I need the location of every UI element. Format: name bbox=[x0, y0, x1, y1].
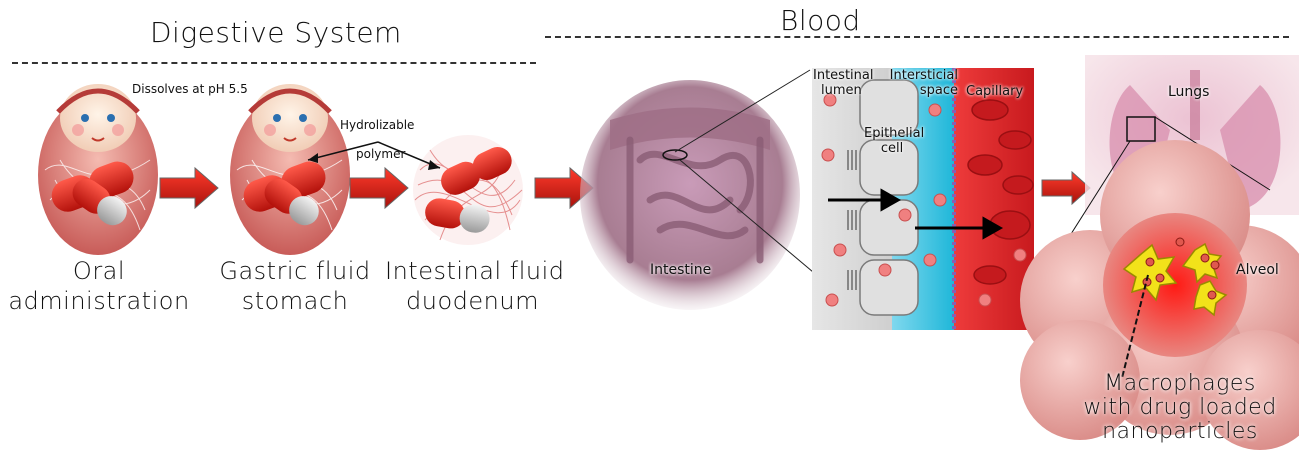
red-flow-arrow-icon bbox=[159, 166, 219, 210]
hydrolizable-label: Hydrolizable bbox=[340, 118, 415, 132]
stage-label-gastric: Gastric fluid stomach bbox=[219, 257, 371, 315]
intestinal-lumen-label: Intestinal lumen bbox=[813, 68, 874, 98]
capillary-label: Capillary bbox=[966, 84, 1024, 99]
blood-divider bbox=[545, 36, 1289, 38]
alveol-label: Alveol bbox=[1236, 262, 1279, 278]
epithelium-panel bbox=[812, 68, 1034, 330]
lungs-label: Lungs bbox=[1168, 84, 1210, 100]
polymer-label: polymer bbox=[356, 147, 406, 161]
intersticial-space-label: Intersticial space bbox=[889, 68, 958, 98]
stage-label-oral: Oral administration bbox=[8, 257, 190, 315]
macrophage-icon bbox=[1122, 242, 1228, 317]
dissolves-label: Dissolves at pH 5.5 bbox=[132, 82, 248, 96]
stage-label-intestinal: Intestinal fluid duodenum bbox=[385, 257, 565, 315]
macrophages-label: Macrophages with drug loaded nanoparticl… bbox=[1083, 371, 1277, 444]
intestine-label: Intestine bbox=[650, 262, 712, 278]
alveoli-cluster bbox=[1020, 140, 1299, 450]
epithelial-cell-label: Epithelial cell bbox=[864, 126, 925, 156]
polymer-mesh-icon bbox=[413, 135, 523, 245]
blood-title: Blood bbox=[780, 4, 861, 37]
digestive-divider bbox=[12, 62, 536, 64]
digestive-system-title: Digestive System bbox=[150, 16, 402, 49]
